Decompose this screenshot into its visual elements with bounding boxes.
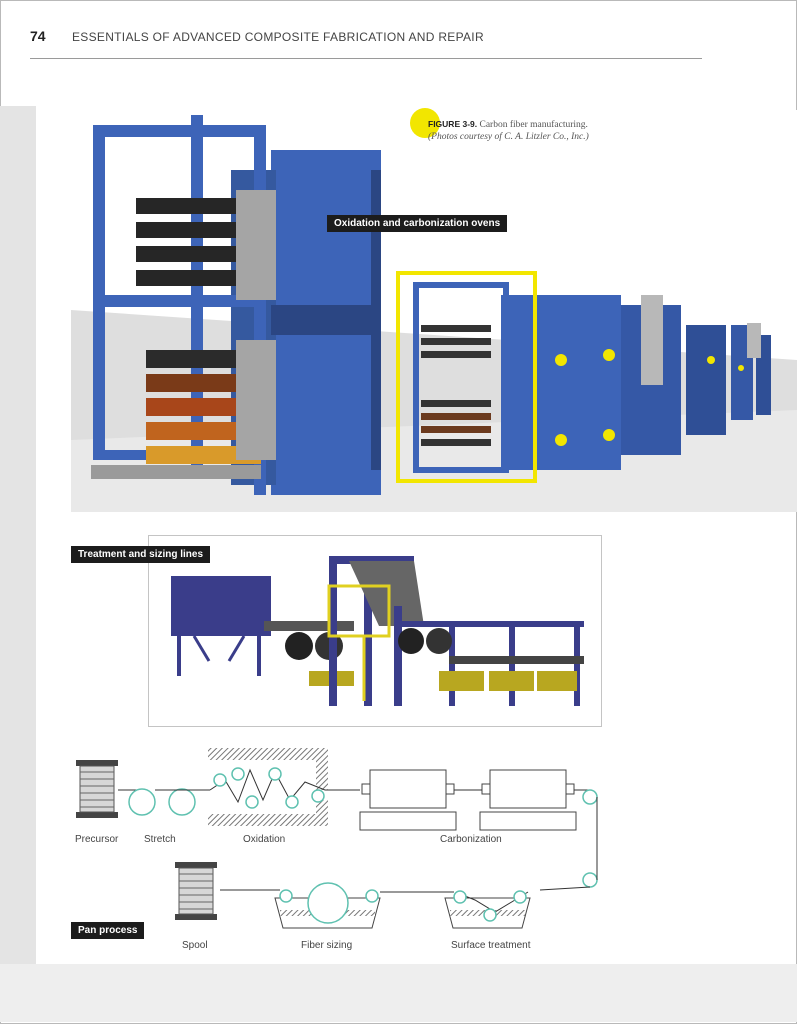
step-label-oxidation: Oxidation [243, 834, 286, 845]
page-number: 74 [30, 28, 46, 44]
step-label-fiber-sizing: Fiber sizing [301, 940, 353, 951]
header-rule [30, 58, 702, 59]
running-title: ESSENTIALS OF ADVANCED COMPOSITE FABRICA… [72, 30, 484, 44]
take-up-spool [175, 862, 217, 920]
step-label-stretch: Stretch [144, 834, 176, 845]
figure-caption-text: Carbon fiber manufacturing. [479, 120, 588, 130]
step-label-spool: Spool [182, 940, 208, 951]
carbonization-furnaces [359, 769, 590, 831]
ovens-label: Oxidation and carbonization ovens [327, 215, 508, 232]
bottom-margin-band [0, 964, 797, 1022]
step-label-precursor: Precursor [75, 834, 119, 845]
treatment-photo-frame [148, 535, 602, 727]
step-label-surface-treatment: Surface treatment [451, 940, 531, 951]
pan-process-diagram [76, 748, 598, 929]
figure-caption: FIGURE 3-9. Carbon fiber manufacturing. … [428, 118, 589, 143]
ovens-photo [71, 110, 797, 512]
surface-treatment-bath [444, 890, 531, 929]
treatment-photo [171, 556, 584, 706]
pan-process-label: Pan process [71, 922, 145, 939]
figure-credit: (Photos courtesy of C. A. Litzler Co., I… [428, 132, 589, 142]
fiber-sizing-bath [274, 882, 381, 929]
caption-highlight-dot [410, 108, 440, 138]
treatment-label: Treatment and sizing lines [71, 546, 211, 563]
step-label-carbonization: Carbonization [440, 834, 502, 845]
figure-label: FIGURE 3-9. [428, 119, 478, 129]
left-margin-band [0, 106, 36, 964]
oxidation-oven [208, 748, 360, 826]
precursor-spool [76, 760, 118, 818]
